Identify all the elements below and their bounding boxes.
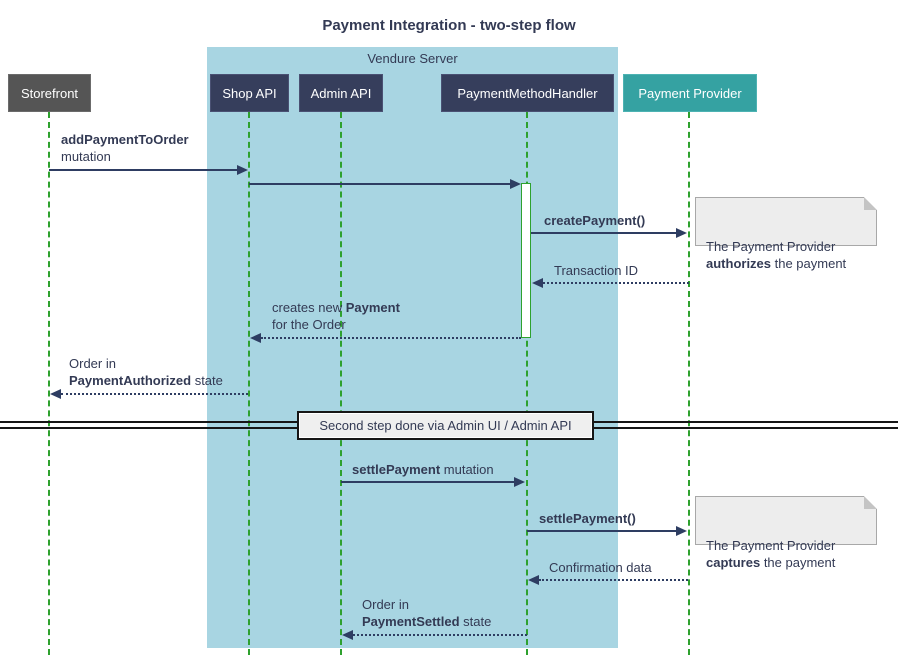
message-line-transaction-id	[543, 282, 689, 284]
arrowhead-right-icon	[237, 165, 248, 175]
participant-admin-api: Admin API	[299, 74, 383, 112]
diagram-title: Payment Integration - two-step flow	[322, 17, 576, 34]
arrowhead-left-icon	[342, 630, 353, 640]
message-line-settle-payment-mutation	[341, 481, 516, 483]
message-label-creates-payment: creates new Payment for the Order	[272, 300, 400, 332]
arrowhead-right-icon	[676, 526, 687, 536]
divider-label: Second step done via Admin UI / Admin AP…	[319, 418, 572, 433]
arrowhead-left-icon	[528, 575, 539, 585]
arrowhead-left-icon	[250, 333, 261, 343]
note-capture-text: The Payment Provider captures the paymen…	[706, 538, 836, 570]
note-authorize-text: The Payment Provider authorizes the paym…	[706, 239, 847, 271]
arrowhead-left-icon	[532, 278, 543, 288]
message-label-order-settled: Order in PaymentSettled state	[362, 597, 492, 629]
participant-storefront-label: Storefront	[20, 85, 79, 101]
message-label-settle-payment-call: settlePayment()	[539, 511, 636, 526]
participant-payment-method-handler-label: PaymentMethodHandler	[457, 85, 598, 101]
participant-shop-api-label: Shop API	[222, 85, 277, 101]
message-label-create-payment: createPayment()	[544, 213, 646, 228]
note-fold-icon	[864, 496, 877, 509]
divider-label-box: Second step done via Admin UI / Admin AP…	[297, 411, 594, 440]
message-line-creates-payment	[261, 337, 521, 339]
lifeline-payment-method-handler	[526, 112, 528, 655]
message-label-order-authorized: Order in PaymentAuthorized state	[69, 356, 223, 388]
participant-storefront: Storefront	[8, 74, 91, 112]
vendure-server-label: Vendure Server	[367, 51, 458, 66]
note-fold-icon	[864, 197, 877, 210]
message-label-add-payment-to-order: addPaymentToOrder mutation	[61, 132, 189, 164]
arrowhead-right-icon	[676, 228, 687, 238]
message-label-transaction-id: Transaction ID	[554, 263, 639, 278]
message-label-settle-payment-mutation: settlePayment mutation	[352, 462, 494, 477]
message-line-order-authorized	[61, 393, 248, 395]
lifeline-storefront	[48, 112, 50, 655]
vendure-server-frame	[207, 47, 618, 648]
note-authorize: The Payment Provider authorizes the paym…	[695, 197, 877, 271]
participant-admin-api-label: Admin API	[310, 85, 372, 101]
message-line-add-payment-to-order	[49, 169, 239, 171]
arrowhead-left-icon	[50, 389, 61, 399]
note-capture: The Payment Provider captures the paymen…	[695, 496, 877, 570]
message-line-shop-to-handler	[249, 183, 512, 185]
message-line-create-payment	[531, 232, 678, 234]
message-line-settle-payment-call	[527, 530, 678, 532]
lifeline-shop-api	[248, 112, 250, 655]
message-label-confirmation-data: Confirmation data	[549, 560, 652, 575]
participant-payment-method-handler: PaymentMethodHandler	[441, 74, 614, 112]
arrowhead-right-icon	[514, 477, 525, 487]
lifeline-payment-provider	[688, 112, 690, 655]
participant-payment-provider-label: Payment Provider	[638, 85, 742, 101]
participant-payment-provider: Payment Provider	[623, 74, 757, 112]
lifeline-admin-api	[340, 112, 342, 655]
message-line-order-settled	[353, 634, 527, 636]
participant-shop-api: Shop API	[210, 74, 289, 112]
message-line-confirmation-data	[539, 579, 688, 581]
activation-bar-payment-method-handler	[521, 183, 531, 338]
arrowhead-right-icon	[510, 179, 521, 189]
